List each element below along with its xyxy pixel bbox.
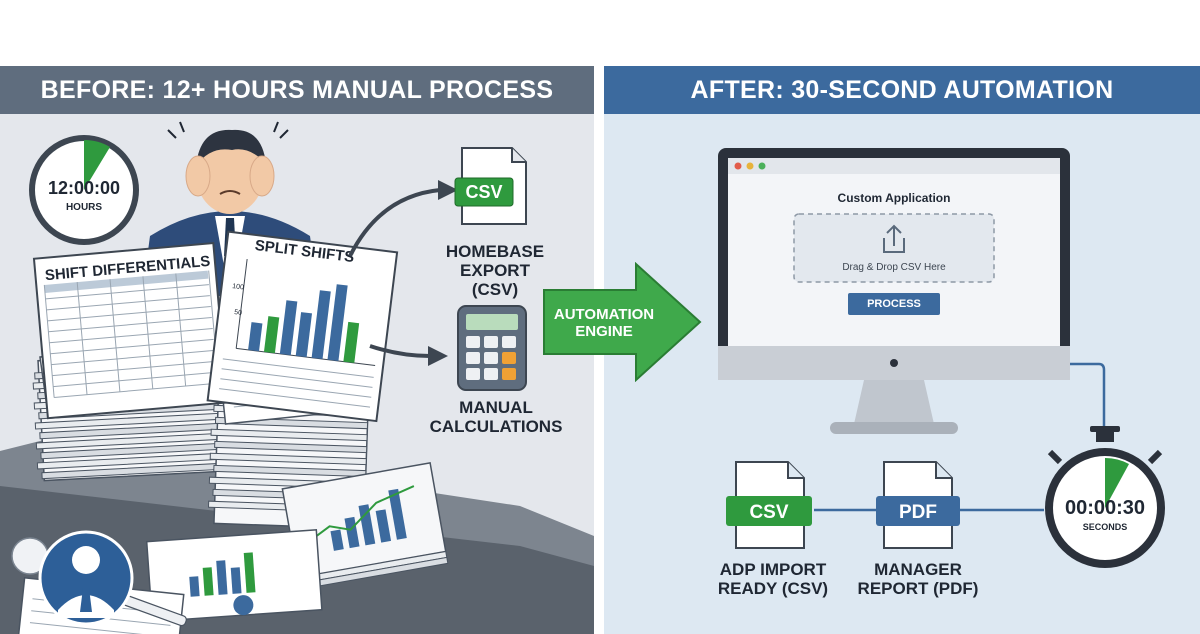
pdf-output-file-icon bbox=[876, 461, 960, 549]
before-header: BEFORE: 12+ HOURS MANUAL PROCESS bbox=[0, 66, 594, 114]
app-title: Custom Application bbox=[838, 191, 951, 205]
pdf-output-caption: MANAGER REPORT (PDF) bbox=[857, 560, 979, 598]
calculator-key bbox=[484, 368, 498, 380]
automation-engine-arrow bbox=[543, 262, 702, 382]
chart-tick-50: 50 bbox=[234, 309, 243, 317]
connector-monitor-stopwatch bbox=[1070, 362, 1106, 440]
calculator-key bbox=[466, 368, 480, 380]
dropzone[interactable] bbox=[793, 213, 995, 283]
calculator-key bbox=[466, 352, 480, 364]
calculator-key bbox=[502, 336, 516, 348]
stopwatch-time: 00:00:30 bbox=[1065, 497, 1145, 519]
after-panel: AFTER: 30-SECOND AUTOMATION Custom Appli… bbox=[604, 66, 1200, 634]
calculator-key bbox=[484, 352, 498, 364]
stopwatch-icon bbox=[1045, 426, 1165, 568]
pdf-output-badge: PDF bbox=[899, 502, 937, 523]
calculator-key bbox=[484, 336, 498, 348]
csv-output-caption: ADP IMPORT READY (CSV) bbox=[717, 560, 829, 598]
calculator-caption: MANUAL CALCULATIONS bbox=[429, 398, 563, 436]
clock-icon bbox=[29, 135, 139, 245]
arrow-to-calculator bbox=[369, 344, 431, 358]
calculator-icon bbox=[457, 305, 527, 391]
split-shifts-sheet bbox=[206, 230, 399, 423]
avatar-icon bbox=[38, 530, 134, 626]
upload-icon bbox=[883, 224, 905, 253]
homebase-file-icon bbox=[454, 147, 527, 225]
process-button[interactable]: PROCESS bbox=[848, 293, 940, 315]
after-header: AFTER: 30-SECOND AUTOMATION bbox=[604, 66, 1200, 114]
homebase-caption: HOMEBASE EXPORT (CSV) bbox=[445, 242, 545, 299]
shift-differentials-sheet bbox=[32, 242, 229, 420]
before-panel: BEFORE: 12+ HOURS MANUAL PROCESS 12:00:0… bbox=[0, 66, 594, 634]
automation-engine-label: AUTOMATION ENGINE bbox=[553, 306, 655, 340]
dropzone-text: Drag & Drop CSV Here bbox=[842, 262, 946, 273]
chart-tick-100: 100 bbox=[232, 283, 245, 291]
homebase-badge: CSV bbox=[465, 182, 502, 202]
before-illustration: 12:00:00 HOURS bbox=[0, 121, 594, 634]
csv-output-file-icon bbox=[726, 461, 812, 549]
calculator-key bbox=[502, 352, 516, 364]
clock-time: 12:00:00 bbox=[48, 178, 120, 198]
calculator-key bbox=[502, 368, 516, 380]
stopwatch-unit: SECONDS bbox=[1083, 522, 1128, 532]
clock-unit: HOURS bbox=[66, 202, 102, 213]
calculator-key bbox=[466, 336, 480, 348]
arrow-to-homebase bbox=[348, 188, 441, 257]
csv-output-badge: CSV bbox=[749, 502, 788, 523]
